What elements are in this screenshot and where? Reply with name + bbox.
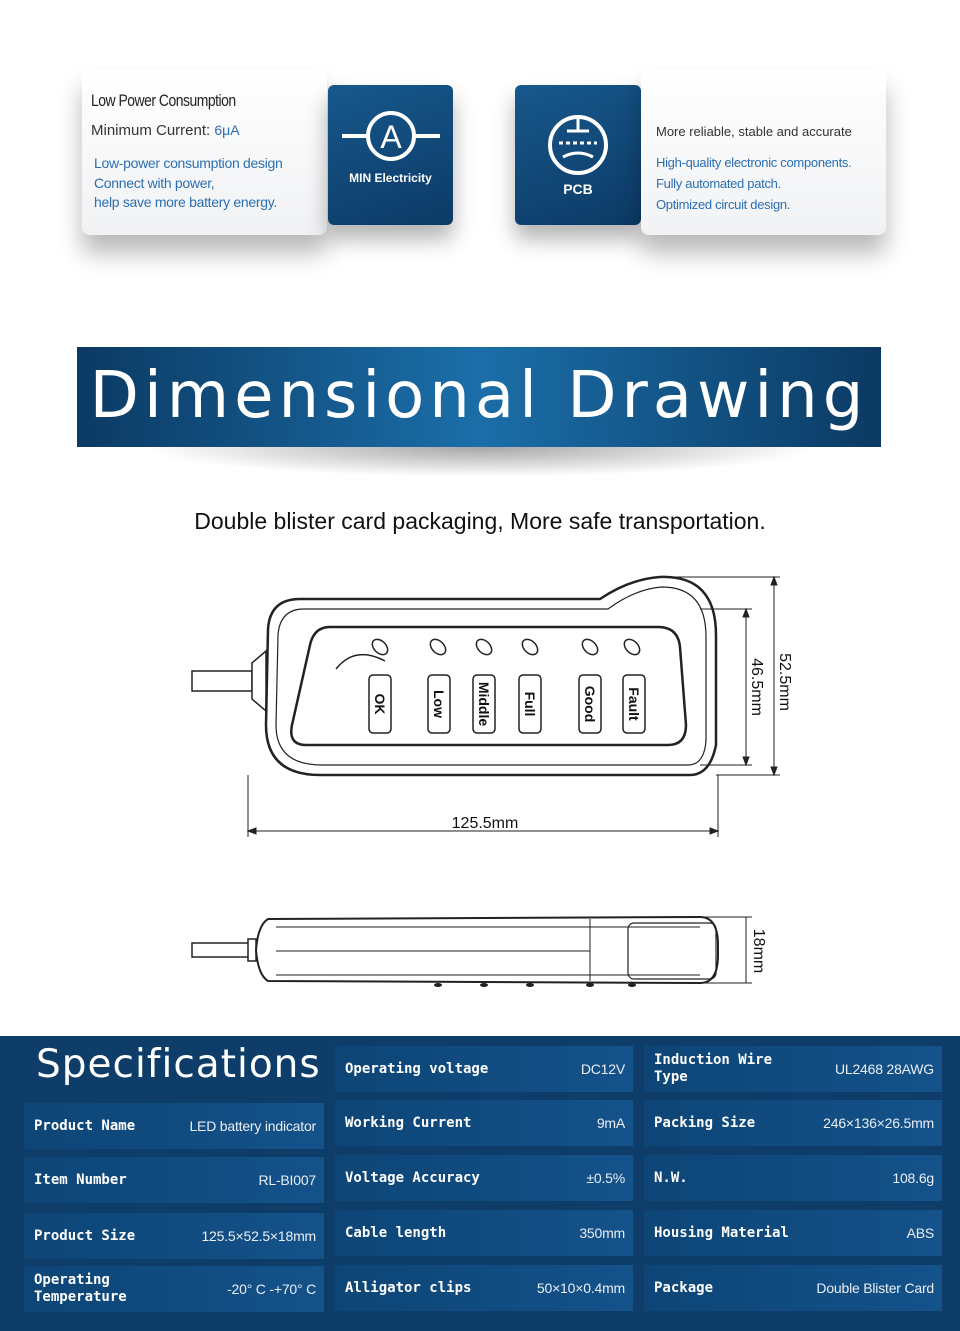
badge-label: MIN Electricity	[349, 171, 432, 185]
spec-label: Housing Material	[654, 1224, 789, 1241]
spec-row-operating-temperature: Operating Temperature -20° C -+70° C	[24, 1266, 324, 1312]
led	[371, 638, 389, 656]
led	[475, 638, 493, 656]
led-label: Low	[431, 690, 447, 718]
led-label: Full	[522, 692, 538, 717]
spec-value: Double Blister Card	[816, 1280, 934, 1296]
led-label-plate	[427, 674, 451, 734]
spec-value: DC12V	[580, 1061, 625, 1077]
spec-row-working-current: Working Current 9mA	[335, 1100, 633, 1146]
spec-value: 50×10×0.4mm	[536, 1280, 625, 1296]
feature-line: Optimized circuit design.	[656, 197, 791, 212]
feature-line: Fully automated patch.	[656, 176, 781, 191]
spec-label: Product Name	[34, 1117, 136, 1134]
current-label: Minimum Current:	[91, 122, 211, 139]
led	[429, 638, 447, 656]
dimension-height-inner: 46.5mm	[748, 658, 765, 716]
spec-row-product-size: Product Size 125.5×52.5×18mm	[24, 1213, 324, 1259]
card-title: Low Power Consumption	[91, 91, 236, 110]
spec-row-net-weight: N.W. 108.6g	[644, 1155, 942, 1201]
spec-value: LED battery indicator	[189, 1118, 316, 1134]
spec-label: Packing Size	[654, 1114, 756, 1131]
cable-gland	[251, 649, 267, 713]
spec-value: -20° C -+70° C	[227, 1281, 316, 1297]
spec-row-packing-size: Packing Size 246×136×26.5mm	[644, 1100, 942, 1146]
ammeter-symbol: A	[380, 119, 402, 155]
led-row	[371, 638, 641, 656]
dimension-height-outer: 52.5mm	[776, 653, 793, 711]
cable	[191, 670, 253, 692]
spec-label: Operating Temperature	[34, 1272, 127, 1305]
spec-value: RL-BI007	[258, 1172, 316, 1188]
spec-label: Operating voltage	[345, 1060, 489, 1077]
card-title: More reliable, stable and accurate	[656, 124, 852, 139]
feature-line: Connect with power,	[94, 175, 215, 191]
led-label-plate	[518, 674, 542, 734]
dimension-thickness: 18mm	[750, 929, 767, 973]
pcb-badge: PCB	[515, 85, 641, 225]
led-label: Good	[582, 686, 598, 723]
ammeter-icon: A	[342, 111, 440, 161]
min-electricity-badge: A MIN Electricity	[328, 85, 453, 225]
led-label: Middle	[476, 682, 492, 727]
spec-value: 350mm	[579, 1225, 625, 1241]
spec-row-alligator-clips: Alligator clips 50×10×0.4mm	[335, 1265, 633, 1311]
spec-value: ABS	[906, 1225, 935, 1241]
spec-label: Item Number	[34, 1171, 127, 1188]
pcb-chip-icon	[548, 115, 608, 175]
spec-row-voltage-accuracy: Voltage Accuracy ±0.5%	[335, 1155, 633, 1201]
pcb-card: More reliable, stable and accurate High-…	[641, 69, 886, 235]
section-banner: Dimensional Drawing	[77, 347, 881, 447]
spec-row-product-name: Product Name LED battery indicator	[24, 1103, 324, 1149]
led	[581, 638, 599, 656]
inner-panel	[290, 625, 688, 747]
spec-row-housing-material: Housing Material ABS	[644, 1210, 942, 1256]
spec-value: 9mA	[596, 1115, 625, 1131]
led-label: Fault	[626, 687, 642, 721]
feature-line: High-quality electronic components.	[656, 155, 852, 170]
spec-value: 108.6g	[892, 1170, 934, 1186]
led-label-plate	[578, 674, 602, 734]
side-view-drawing: 18mm	[191, 915, 767, 987]
spec-value: UL2468 28AWG	[834, 1061, 934, 1077]
led-label-plate	[472, 674, 496, 734]
specifications-heading: Specifications	[36, 1042, 321, 1087]
spec-row-package: Package Double Blister Card	[644, 1265, 942, 1311]
dimension-length: 125.5mm	[452, 815, 519, 832]
banner-title: Dimensional Drawing	[89, 359, 869, 433]
badge-label: PCB	[563, 181, 593, 197]
spec-row-induction-wire-type: Induction Wire Type UL2468 28AWG	[644, 1046, 942, 1092]
low-power-card: Low Power Consumption Minimum Current: 6…	[82, 69, 327, 235]
led-label: OK	[372, 694, 388, 715]
banner-shadow	[140, 447, 820, 477]
led	[623, 638, 641, 656]
feature-line: Low-power consumption design	[94, 155, 283, 171]
spec-label: Cable length	[345, 1224, 447, 1241]
led-label-plate	[622, 674, 646, 734]
spec-value: 246×136×26.5mm	[823, 1115, 934, 1131]
led-label-plate	[368, 674, 392, 734]
top-view-drawing: OK Low Middle Full Good Fault 125.5mm 52…	[191, 575, 793, 837]
feature-line: help save more battery energy.	[94, 194, 277, 210]
led	[521, 638, 539, 656]
spec-label: Working Current	[345, 1114, 472, 1131]
spec-value: 125.5×52.5×18mm	[201, 1228, 316, 1244]
spec-label: Alligator clips	[345, 1279, 472, 1296]
cable	[191, 942, 251, 958]
spec-label: Product Size	[34, 1227, 136, 1244]
spec-value: ±0.5%	[586, 1170, 625, 1186]
minimum-current: Minimum Current: 6μA	[91, 122, 240, 139]
packaging-subtitle: Double blister card packaging, More safe…	[194, 508, 766, 534]
spec-label: Voltage Accuracy	[345, 1169, 480, 1186]
spec-row-operating-voltage: Operating voltage DC12V	[335, 1046, 633, 1092]
spec-label: Induction Wire Type	[654, 1052, 773, 1085]
spec-row-item-number: Item Number RL-BI007	[24, 1157, 324, 1203]
spec-label: Package	[654, 1279, 714, 1296]
spec-row-cable-length: Cable length 350mm	[335, 1210, 633, 1256]
spec-label: N.W.	[654, 1169, 688, 1186]
current-value: 6μA	[214, 122, 240, 138]
